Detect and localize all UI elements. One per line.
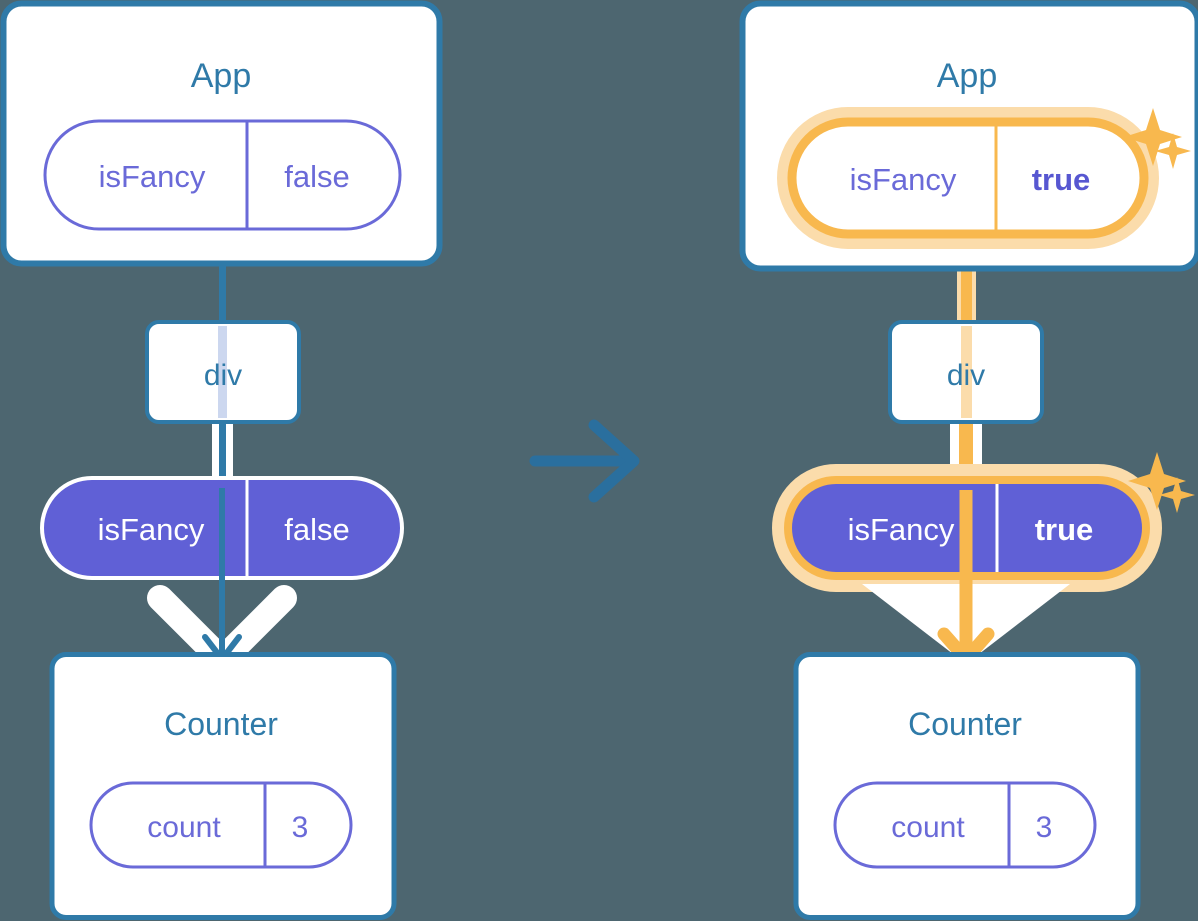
right-counter-pill-value: 3 — [1036, 811, 1053, 844]
left-app-pill-value: false — [284, 159, 349, 194]
left-counter-state-pill[interactable]: count 3 — [89, 781, 353, 869]
left-app-title: App — [191, 57, 252, 95]
right-app-state-pill[interactable]: isFancy true — [777, 107, 1159, 249]
left-app-pill-body — [43, 119, 402, 231]
left-connector-app-to-div — [219, 258, 226, 328]
prop-sparkle-small-icon — [1159, 477, 1195, 513]
left-div-label: div — [204, 359, 242, 392]
right-divider-line-right — [973, 420, 982, 490]
left-divider-line-right — [226, 420, 233, 490]
right-panel: App isFancy true div isFancy tr — [739, 0, 1198, 920]
right-connector-app-to-div — [961, 230, 972, 330]
right-app-pill-name: isFancy — [850, 162, 957, 197]
left-prop-thread — [219, 420, 226, 490]
left-prop-pill-name: isFancy — [98, 512, 205, 547]
right-app-title: App — [937, 57, 998, 95]
right-div-node[interactable]: div — [888, 320, 1044, 424]
right-app-pill-body — [787, 117, 1149, 239]
right-counter-pill-body — [833, 781, 1097, 869]
left-divider-line-left — [212, 420, 219, 490]
right-counter-title: Counter — [908, 706, 1022, 742]
right-prop-pill-name: isFancy — [848, 512, 955, 547]
left-prop-pill-value: false — [284, 512, 349, 547]
left-counter-pill-name: count — [147, 811, 221, 844]
left-counter-pill-body — [89, 781, 353, 869]
right-div-label: div — [947, 359, 985, 392]
left-div-node[interactable]: div — [145, 320, 301, 424]
transition-arrow-icon — [529, 419, 640, 503]
right-prop-pill-value: true — [1035, 512, 1094, 547]
app-sparkle-large-icon — [1124, 108, 1182, 166]
left-div-inner-prop-line — [218, 326, 227, 418]
prop-sparkle-large-icon — [1128, 452, 1186, 510]
right-counter-pill-name: count — [891, 811, 965, 844]
left-panel: App isFancy false div isFancy false — [0, 0, 443, 920]
right-div-inner-prop-line — [961, 326, 972, 418]
app-sparkle-small-icon — [1155, 133, 1191, 169]
left-app-pill-name: isFancy — [99, 159, 206, 194]
right-divider-line-left — [950, 420, 959, 490]
right-app-pill-value: true — [1032, 162, 1091, 197]
left-counter-pill-value: 3 — [292, 811, 309, 844]
right-app-pill-glow — [777, 107, 1159, 249]
left-app-state-pill[interactable]: isFancy false — [43, 119, 402, 231]
right-counter-state-pill[interactable]: count 3 — [833, 781, 1097, 869]
left-counter-title: Counter — [164, 706, 278, 742]
